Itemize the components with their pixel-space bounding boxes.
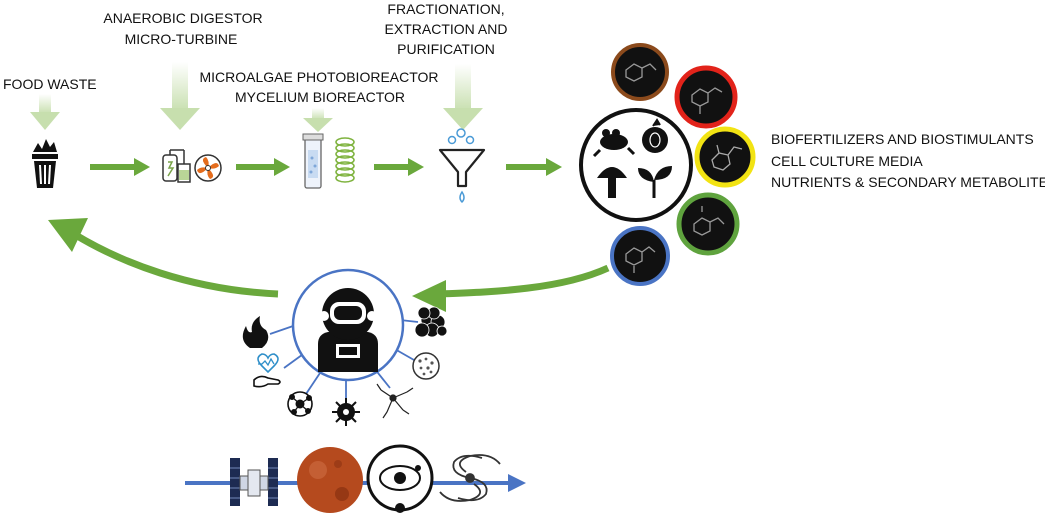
nutrients-label: NUTRIENTS & SECONDARY METABOLITES — [771, 174, 1045, 190]
astronaut-hub — [269, 268, 419, 400]
biofertilizers-label: BIOFERTILIZERS AND BIOSTIMULANTS — [771, 131, 1034, 147]
return-arrow-to-astronaut — [412, 264, 610, 312]
funnel-icon — [438, 128, 486, 204]
micro-turbine-label: MICRO-TURBINE — [125, 31, 238, 47]
molecule-icon — [693, 206, 725, 236]
trash-bin-icon — [32, 139, 58, 188]
input-arrow-fractionation — [443, 64, 483, 130]
metabolite-circle-brown — [611, 43, 669, 101]
sprout-icon — [638, 166, 672, 198]
purification-label: PURIFICATION — [397, 41, 495, 57]
orbit-icon — [366, 444, 434, 513]
molecule-icon — [625, 63, 657, 82]
heart-hand-icon — [253, 353, 281, 388]
input-arrow-food — [30, 94, 60, 130]
fire-icon — [242, 316, 269, 348]
galaxy-icon — [439, 454, 501, 502]
cluster-icon — [414, 306, 448, 338]
input-arrow-digestor — [160, 62, 200, 130]
fractionation-label: FRACTIONATION, — [387, 1, 504, 17]
food-waste-label: FOOD WASTE — [3, 76, 97, 92]
extraction-label: EXTRACTION AND — [385, 21, 508, 37]
mycelium-bioreactor-label: MYCELIUM BIOREACTOR — [235, 89, 405, 105]
coil-icon — [335, 137, 355, 183]
fruit-icon — [642, 118, 668, 153]
mars-icon — [297, 447, 363, 513]
metabolite-circle-yellow — [694, 126, 756, 188]
flow-arrow-3 — [374, 158, 424, 176]
anaerobic-digestor-label: ANAEROBIC DIGESTOR — [103, 10, 262, 26]
virus-icon — [332, 398, 360, 426]
input-arrow-bioreactor — [303, 108, 333, 132]
metabolite-circle-green — [676, 192, 740, 256]
digestor-icon — [162, 149, 191, 183]
molecule-icon — [625, 246, 656, 273]
cells-icon — [412, 352, 440, 380]
network-icon — [287, 391, 313, 417]
astronaut-icon — [318, 288, 378, 372]
return-arrow-to-food — [48, 218, 279, 298]
metabolite-circle-red — [674, 65, 738, 129]
molecule-icon — [691, 87, 723, 114]
neuron-icon — [376, 383, 414, 419]
molecule-icon — [711, 144, 743, 171]
turbine-icon — [194, 154, 222, 182]
flow-arrow-1 — [90, 158, 150, 176]
mushroom-icon — [597, 167, 627, 198]
bioreactor-icon — [302, 133, 324, 189]
flow-arrow-2 — [236, 158, 290, 176]
cell-culture-label: CELL CULTURE MEDIA — [771, 153, 923, 169]
frog-icon — [592, 129, 636, 158]
microalgae-photobioreactor-label: MICROALGAE PHOTOBIOREACTOR — [199, 69, 438, 85]
products-circle — [579, 108, 693, 222]
flow-arrow-4 — [506, 158, 562, 176]
metabolite-circle-blue — [610, 226, 670, 286]
space-station-icon — [230, 458, 278, 506]
